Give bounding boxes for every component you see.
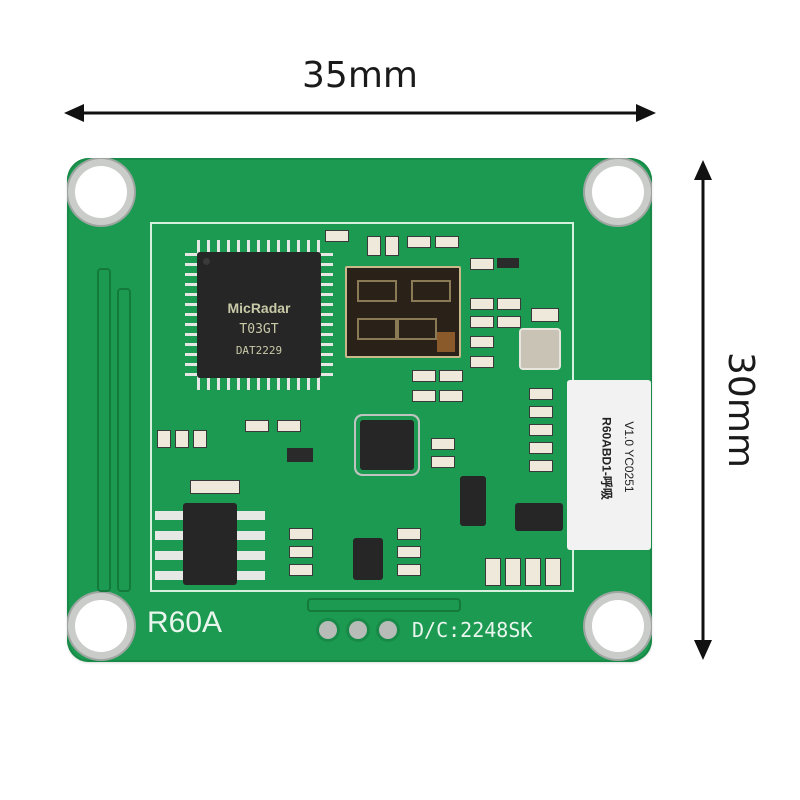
smd-resistor [412,390,436,402]
pcb-trace [97,268,111,592]
smd-capacitor [157,430,171,448]
smd-resistor [529,388,553,400]
sot223-transistor [515,503,563,531]
smd-resistor [485,558,501,586]
smd-resistor [397,546,421,558]
smd-resistor [439,390,463,402]
smd-resistor [470,316,494,328]
smd-resistor [289,564,313,576]
main-chip-package: MicRadar T03GT DAT2229 [185,240,333,390]
smd-resistor [470,356,494,368]
smd-component [497,258,519,268]
smd-resistor [545,558,561,586]
smd-resistor [525,558,541,586]
pin1-marker [203,258,210,265]
sot-regulator [460,476,486,526]
sticker-version-text: V1.0 YC0251 [622,421,636,493]
smd-resistor [529,424,553,436]
width-dimension-label: 35mm [302,55,418,96]
antenna-patch [357,280,397,302]
smd-capacitor [193,430,207,448]
smd-resistor [505,558,521,586]
sot23-chip [353,538,383,580]
smd-resistor [431,456,455,468]
smd-resistor [470,258,494,270]
connector-pads [190,480,240,494]
model-silkscreen: R60A [147,606,223,639]
smd-resistor [470,298,494,310]
smd-resistor [289,528,313,540]
smd-resistor [470,336,494,348]
mounting-hole-top-right [592,166,644,218]
antenna-corner-pad [437,332,455,352]
smd-resistor [245,420,269,432]
smd-resistor [407,236,431,248]
date-code-silkscreen: D/C:2248SK [412,618,533,642]
smd-resistor [412,370,436,382]
label-sticker: R60ABD1-呼吸 V1.0 YC0251 [567,380,651,550]
antenna-module [345,266,461,358]
pcb-board: MicRadar T03GT DAT2229 [67,158,652,662]
smd-resistor [439,370,463,382]
sop8-chip-package [155,503,265,585]
chip-lot-number: DAT2229 [235,344,283,357]
smd-resistor [397,528,421,540]
mounting-hole-bottom-left [75,600,127,652]
smd-resistor [289,546,313,558]
chip-part-number: T03GT [239,322,279,337]
smd-resistor [529,406,553,418]
smd-capacitor [175,430,189,448]
test-pad [319,621,337,639]
pcb-trace [307,598,461,612]
mounting-hole-top-left [75,166,127,218]
smd-resistor [529,460,553,472]
antenna-patch [357,318,397,340]
test-pad [349,621,367,639]
height-dimension-label: 30mm [720,352,761,468]
smd-resistor [325,230,349,242]
smd-transistor [287,448,313,462]
smd-resistor [497,316,521,328]
smd-capacitor [385,236,399,256]
antenna-patch [397,318,437,340]
smd-resistor [277,420,301,432]
qfn-chip [360,420,414,470]
chip-brand: MicRadar [227,300,291,316]
sticker-model-text: R60ABD1-呼吸 [599,417,614,500]
main-chip: MicRadar T03GT DAT2229 [197,252,321,378]
smd-resistor [397,564,421,576]
crystal-oscillator [519,328,561,370]
mounting-hole-bottom-right [592,600,644,652]
pcb-trace [117,288,131,592]
smd-resistor [529,442,553,454]
sop8-chip [183,503,237,585]
test-pad [379,621,397,639]
smd-resistor [497,298,521,310]
antenna-patch [411,280,451,302]
smd-resistor [431,438,455,450]
smd-capacitor [367,236,381,256]
smd-resistor [435,236,459,248]
smd-resistor [531,308,559,322]
